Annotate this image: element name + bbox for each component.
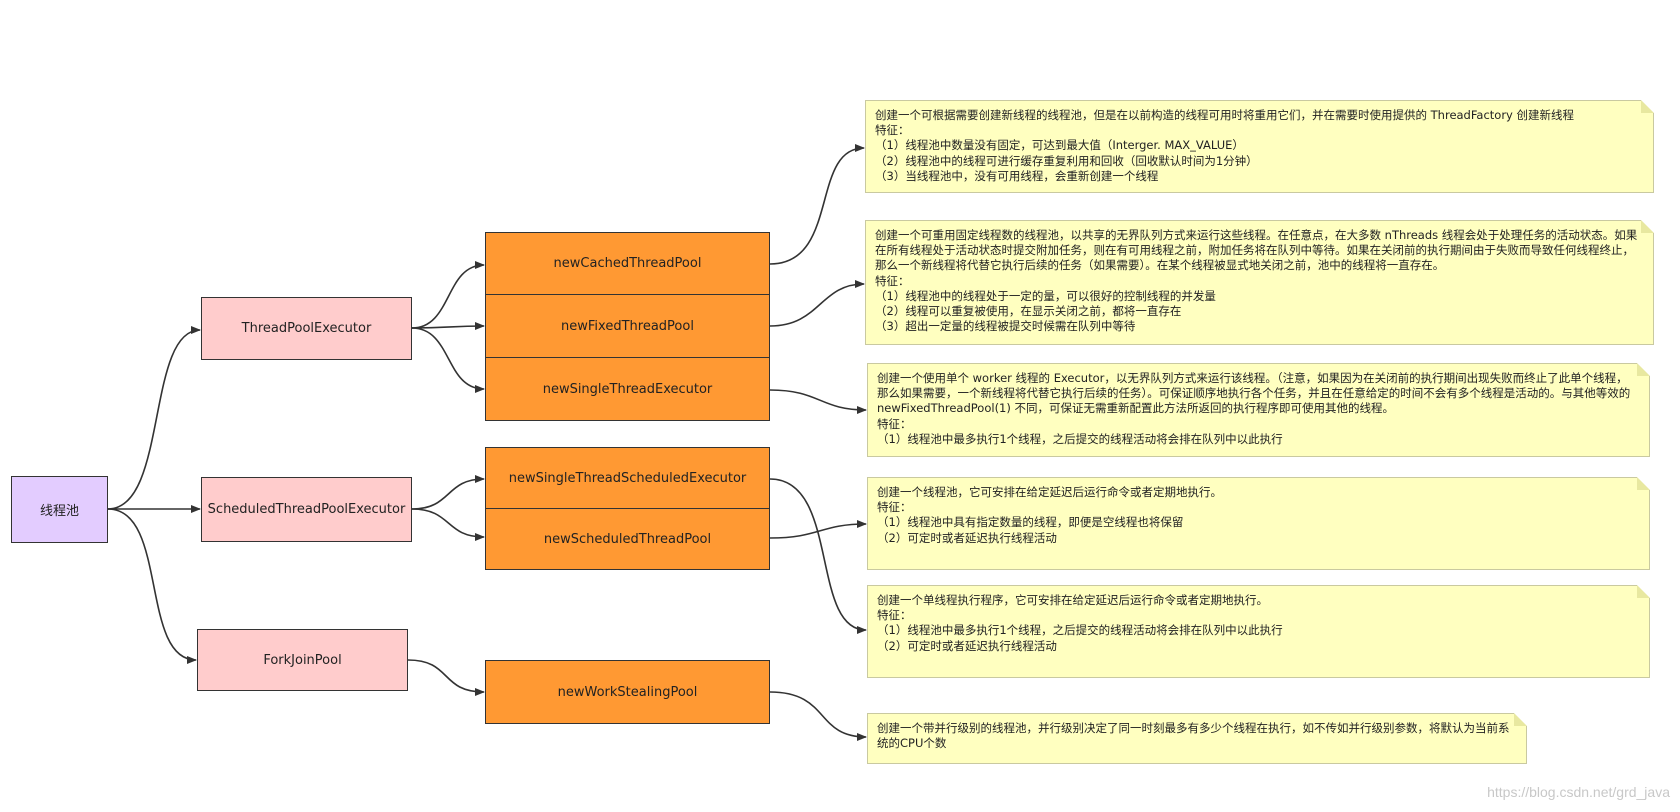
edge-tpe-to-single [411, 327, 485, 393]
edge-work-stealing-to-note [769, 691, 867, 741]
note-line: （2）可定时或者延迟执行线程活动 [877, 638, 1057, 653]
edge-single-scheduled-to-note [769, 478, 867, 634]
node-thread-pool-executor: ThreadPoolExecutor [201, 297, 412, 360]
edge-stpe-to-single-scheduled [411, 475, 485, 510]
note-line: 创建一个可根据需要创建新线程的线程池，但是在以前构造的线程可用时将重用它们，并在… [875, 108, 1575, 122]
node-label: newSingleThreadExecutor [542, 381, 713, 397]
node-label: ScheduledThreadPoolExecutor [207, 502, 406, 517]
watermark: https://blog.csdn.net/grd_java [1487, 784, 1670, 800]
note-single-thread-scheduled-executor: 创建一个单线程执行程序，它可安排在给定延迟后运行命令或者定期地执行。 特征： （… [867, 585, 1650, 678]
edge-fixed-to-note [769, 280, 865, 327]
note-line: （2）可定时或者延迟执行线程活动 [877, 530, 1057, 545]
note-line: 特征： [875, 123, 910, 138]
edge-single-to-note [769, 389, 867, 414]
note-fixed-thread-pool: 创建一个可重用固定线程数的线程池，以共享的无界队列方式来运行这些线程。在任意点，… [865, 220, 1654, 345]
note-line: 创建一个带并行级别的线程池，并行级别决定了同一时刻最多有多少个线程在执行，如不传… [877, 721, 1510, 751]
edge-scheduled-to-note [769, 520, 867, 539]
edge-tpe-to-fixed [411, 322, 485, 331]
note-line: 特征： [877, 416, 912, 431]
node-label: ThreadPoolExecutor [241, 321, 372, 336]
note-fold-icon [1637, 363, 1650, 376]
node-new-single-thread-executor: newSingleThreadExecutor [485, 357, 770, 421]
note-line: （3）超出一定量的线程被提交时候需在队列中等待 [875, 319, 1136, 334]
node-label: newWorkStealingPool [557, 684, 698, 700]
note-line: 创建一个使用单个 worker 线程的 Executor，以无界队列方式来运行该… [877, 371, 1634, 416]
edge-stpe-to-scheduled [411, 508, 485, 541]
note-single-thread-executor: 创建一个使用单个 worker 线程的 Executor，以无界队列方式来运行该… [867, 363, 1650, 457]
node-label: ForkJoinPool [263, 652, 342, 668]
note-line: 特征： [875, 273, 910, 288]
edge-fjp-to-work-stealing [407, 659, 485, 696]
note-fold-icon [1641, 100, 1654, 113]
note-fold-icon [1637, 585, 1650, 598]
note-line: （3）当线程池中，没有可用线程，会重新创建一个线程 [875, 168, 1159, 183]
note-fold-icon [1641, 220, 1654, 233]
edge-cached-to-note [769, 144, 865, 265]
edge-tpe-to-cached [411, 261, 485, 329]
note-scheduled-thread-pool: 创建一个线程池，它可安排在给定延迟后运行命令或者定期地执行。 特征： （1）线程… [867, 477, 1650, 570]
node-new-cached-thread-pool: newCachedThreadPool [485, 232, 770, 295]
node-label: 线程池 [39, 504, 79, 519]
edge-root-to-fork-join-pool [107, 508, 197, 664]
note-line: （2）线程可以重复被使用，在显示关闭之前，都将一直存在 [875, 304, 1182, 319]
node-fork-join-pool: ForkJoinPool [197, 629, 408, 691]
node-new-fixed-thread-pool: newFixedThreadPool [485, 294, 770, 358]
node-label: newFixedThreadPool [561, 318, 694, 334]
note-line: 特征： [877, 608, 912, 623]
node-label: newScheduledThreadPool [543, 531, 712, 547]
node-thread-pool: 线程池 [11, 476, 108, 543]
node-new-scheduled-thread-pool: newScheduledThreadPool [485, 508, 770, 570]
edge-root-to-thread-pool-executor [107, 326, 201, 510]
note-line: 创建一个单线程执行程序，它可安排在给定延迟后运行命令或者定期地执行。 [877, 593, 1268, 607]
node-label: newSingleThreadScheduledExecutor [508, 470, 747, 486]
note-fold-icon [1637, 477, 1650, 490]
note-cached-thread-pool: 创建一个可根据需要创建新线程的线程池，但是在以前构造的线程可用时将重用它们，并在… [865, 100, 1654, 193]
note-line: （2）线程池中的线程可进行缓存重复利用和回收（回收默认时间为1分钟） [875, 153, 1258, 168]
node-new-work-stealing-pool: newWorkStealingPool [485, 660, 770, 724]
note-line: （1）线程池中最多执行1个线程，之后提交的线程活动将会排在队列中以此执行 [877, 623, 1283, 638]
note-line: （1）线程池中具有指定数量的线程，即便是空线程也将保留 [877, 515, 1184, 530]
note-line: 创建一个线程池，它可安排在给定延迟后运行命令或者定期地执行。 [877, 485, 1222, 499]
note-work-stealing-pool: 创建一个带并行级别的线程池，并行级别决定了同一时刻最多有多少个线程在执行，如不传… [867, 713, 1527, 764]
node-scheduled-thread-pool-executor: ScheduledThreadPoolExecutor [201, 477, 412, 542]
note-line: （1）线程池中最多执行1个线程，之后提交的线程活动将会排在队列中以此执行 [877, 431, 1283, 446]
note-line: 创建一个可重用固定线程数的线程池，以共享的无界队列方式来运行这些线程。在任意点，… [875, 228, 1638, 273]
note-line: （1）线程池中数量没有固定，可达到最大值（Interger. MAX_VALUE… [875, 138, 1244, 153]
note-line: （1）线程池中的线程处于一定的量，可以很好的控制线程的并发量 [875, 288, 1216, 303]
node-label: newCachedThreadPool [553, 256, 702, 271]
note-line: 特征： [877, 500, 912, 515]
note-fold-icon [1514, 713, 1527, 726]
node-new-single-thread-scheduled-executor: newSingleThreadScheduledExecutor [485, 447, 770, 509]
